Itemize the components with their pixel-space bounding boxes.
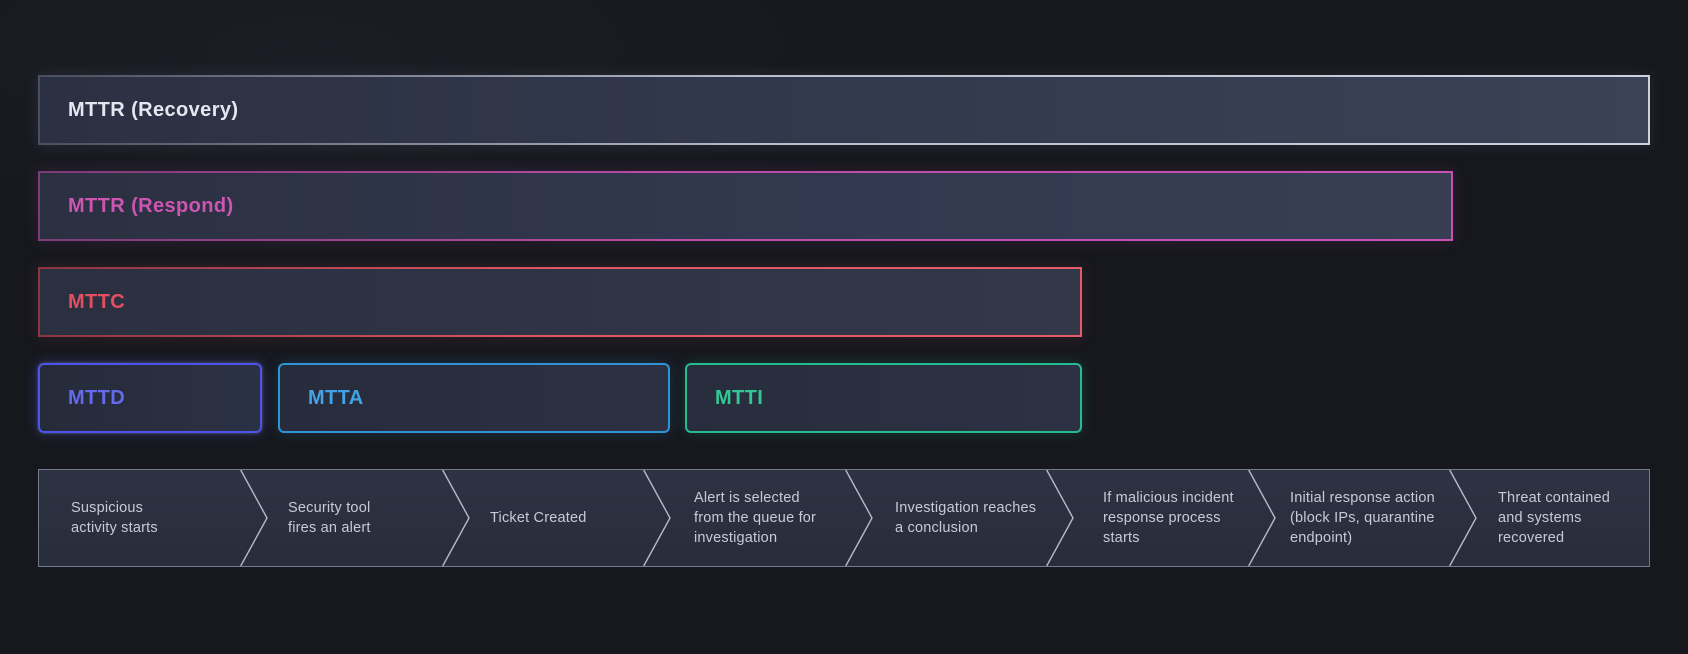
chevron-separator-icon	[1046, 470, 1074, 566]
chevron-separator-icon	[442, 470, 470, 566]
bar-mttr-respond: MTTR (Respond)	[38, 171, 1453, 241]
chevron-separator-icon	[1248, 470, 1276, 566]
timeline-step: Threat contained and systems recovered	[1450, 470, 1650, 566]
bar-mttr-recovery: MTTR (Recovery)	[38, 75, 1650, 145]
bar-mtti: MTTI	[685, 363, 1082, 433]
timeline-step: Investigation reaches a conclusion	[845, 470, 1047, 566]
timeline-step: If malicious incident response process s…	[1047, 470, 1249, 566]
chevron-separator-icon	[845, 470, 873, 566]
bar-mttd: MTTD	[38, 363, 262, 433]
bar-mtta-label: MTTA	[308, 386, 364, 409]
bar-mttd-label: MTTD	[68, 386, 126, 409]
bar-mtta: MTTA	[278, 363, 670, 433]
timeline-step: Initial response action (block IPs, quar…	[1248, 470, 1450, 566]
bar-mttr-respond-label: MTTR (Respond)	[68, 194, 234, 217]
bar-mtti-label: MTTI	[715, 386, 764, 409]
timeline-step: Ticket Created	[442, 470, 644, 566]
timeline-step: Alert is selected from the queue for inv…	[644, 470, 846, 566]
timeline-step-label: Investigation reaches a conclusion	[895, 500, 1037, 536]
timeline-step-label: Security tool fires an alert	[288, 500, 371, 536]
timeline-step-label: Suspicious activity starts	[71, 500, 158, 536]
chevron-separator-icon	[240, 470, 268, 566]
chevron-separator-icon	[1449, 470, 1477, 566]
timeline-step: Suspicious activity starts	[39, 470, 240, 566]
bar-mttr-recovery-label: MTTR (Recovery)	[68, 98, 239, 121]
timeline-step-label: Threat contained and systems recovered	[1498, 490, 1611, 546]
timeline: Suspicious activity starts Security tool…	[38, 469, 1650, 567]
timeline-step-label: If malicious incident response process s…	[1103, 490, 1234, 546]
bar-mttc: MTTC	[38, 267, 1082, 337]
chevron-separator-icon	[643, 470, 671, 566]
timeline-step: Security tool fires an alert	[240, 470, 442, 566]
timeline-step-label: Ticket Created	[490, 510, 587, 526]
timeline-step-label: Alert is selected from the queue for inv…	[694, 490, 817, 546]
timeline-step-label: Initial response action (block IPs, quar…	[1290, 490, 1435, 546]
bar-mttc-label: MTTC	[68, 290, 126, 313]
